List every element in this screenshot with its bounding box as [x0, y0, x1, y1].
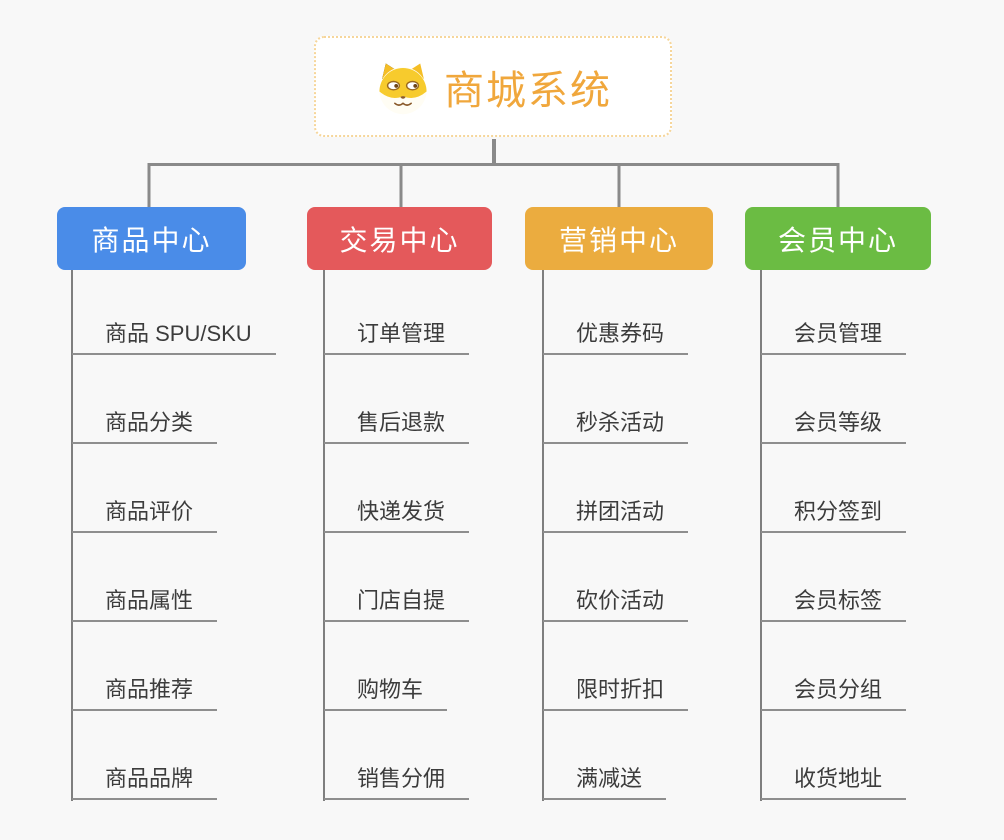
branch-node-product-center[interactable]: 商品中心 — [57, 207, 246, 270]
leaf-node[interactable]: 购物车 — [324, 677, 448, 711]
leaf-node[interactable]: 会员分组 — [761, 677, 907, 711]
leaf-node[interactable]: 满减送 — [543, 766, 667, 800]
leaf-node[interactable]: 砍价活动 — [543, 588, 689, 622]
leaf-node[interactable]: 商品推荐 — [72, 677, 218, 711]
leaf-node[interactable]: 秒杀活动 — [543, 410, 689, 444]
shiba-dog-icon — [379, 62, 427, 114]
root-node[interactable]: 商城系统 — [314, 36, 672, 137]
leaf-node[interactable]: 收货地址 — [761, 766, 907, 800]
leaf-node[interactable]: 售后退款 — [324, 410, 470, 444]
leaf-node[interactable]: 商品 SPU/SKU — [72, 321, 276, 355]
leaf-node[interactable]: 拼团活动 — [543, 499, 689, 533]
leaf-node[interactable]: 限时折扣 — [543, 677, 689, 711]
leaf-node[interactable]: 会员等级 — [761, 410, 907, 444]
leaf-node[interactable]: 快递发货 — [324, 499, 470, 533]
branch-node-member-center[interactable]: 会员中心 — [745, 207, 931, 270]
leaf-node[interactable]: 会员标签 — [761, 588, 907, 622]
root-title: 商城系统 — [444, 68, 612, 113]
leaf-node[interactable]: 优惠券码 — [543, 321, 689, 355]
leaf-node[interactable]: 商品品牌 — [72, 766, 218, 800]
leaf-node[interactable]: 订单管理 — [324, 321, 470, 355]
leaf-node[interactable]: 商品属性 — [72, 588, 218, 622]
branch-node-trade-center[interactable]: 交易中心 — [307, 207, 492, 270]
leaf-node[interactable]: 会员管理 — [761, 321, 907, 355]
branch-node-marketing-center[interactable]: 营销中心 — [525, 207, 713, 270]
leaf-node[interactable]: 积分签到 — [761, 499, 907, 533]
leaf-node[interactable]: 商品评价 — [72, 499, 218, 533]
leaf-node[interactable]: 销售分佣 — [324, 766, 470, 800]
leaf-node[interactable]: 商品分类 — [72, 410, 218, 444]
leaf-node[interactable]: 门店自提 — [324, 588, 470, 622]
